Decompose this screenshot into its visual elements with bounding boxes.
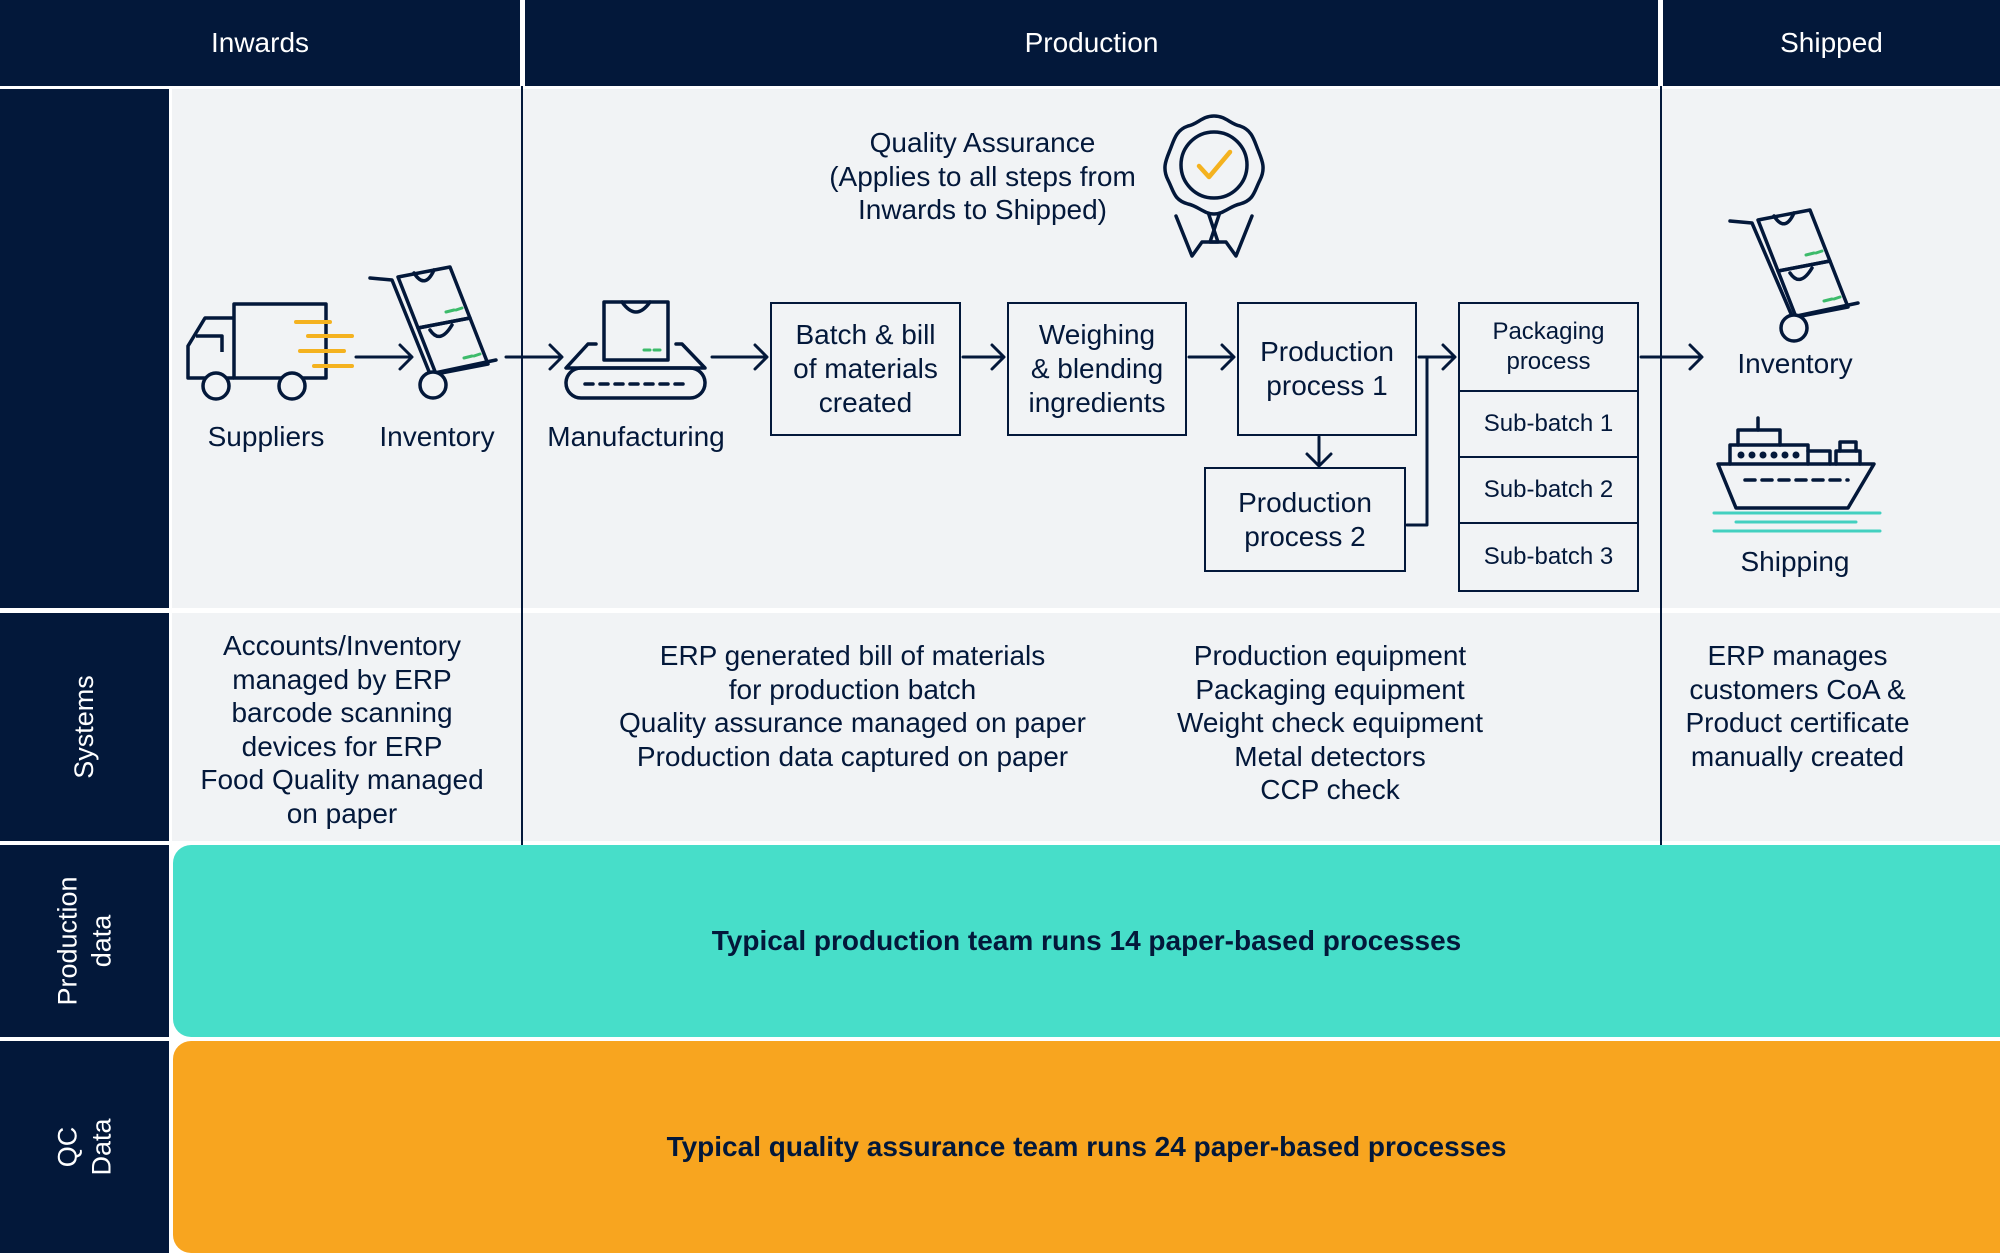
systems-production-left-text: ERP generated bill of materials for prod…: [619, 640, 1086, 772]
sub-batch-1-box: Sub-batch 1: [1458, 390, 1639, 458]
weighing-box: Weighing & blending ingredients: [1007, 302, 1187, 436]
production-process-1-box: Production process 1: [1237, 302, 1417, 436]
flow-arrows: [354, 343, 1704, 527]
hand-truck-icon: [368, 265, 498, 400]
row-label-process: [0, 89, 169, 608]
inventory-label: Inventory: [379, 421, 495, 452]
shipped-inventory-label: Inventory: [1737, 348, 1853, 379]
row-label-qc-data: QC Data: [0, 1041, 169, 1253]
manufacturing-label: Manufacturing: [547, 421, 725, 452]
column-divider-shipped: [1660, 86, 1662, 845]
delivery-truck-icon: [186, 302, 354, 401]
quality-assurance-text: Quality Assurance (Applies to all steps …: [829, 127, 1136, 225]
systems-inwards-text: Accounts/Inventory managed by ERP barcod…: [200, 630, 484, 829]
row-label-production-data: Production data: [0, 845, 169, 1037]
production-data-band: Typical production team runs 14 paper-ba…: [173, 845, 2000, 1037]
header-inwards: Inwards: [0, 0, 520, 86]
systems-production-right-text: Production equipment Packaging equipment…: [1176, 640, 1484, 805]
production-data-band-text: Typical production team runs 14 paper-ba…: [711, 925, 1462, 956]
header-inwards-label: Inwards: [210, 27, 310, 58]
quality-rosette-icon: [1163, 114, 1265, 258]
conveyor-belt-icon: [564, 300, 707, 400]
sub-batch-2-box: Sub-batch 2: [1458, 456, 1639, 524]
header-production: Production: [525, 0, 1658, 86]
sub-batch-3-box: Sub-batch 3: [1458, 522, 1639, 592]
packaging-process-box: Packaging process: [1458, 302, 1639, 392]
systems-shipped-text: ERP manages customers CoA & Product cert…: [1685, 640, 1910, 772]
column-divider-inwards: [521, 86, 523, 845]
qc-data-band-text: Typical quality assurance team runs 24 p…: [666, 1131, 1507, 1162]
arrow-process-2-to-packaging: [1405, 355, 1455, 527]
header-production-label: Production: [1024, 27, 1159, 58]
hand-truck-shipped-icon: [1728, 208, 1860, 343]
batch-bill-box: Batch & bill of materials created: [770, 302, 961, 436]
ship-icon: [1712, 416, 1882, 533]
header-shipped: Shipped: [1663, 0, 2000, 86]
qc-data-band: Typical quality assurance team runs 24 p…: [173, 1041, 2000, 1253]
row-label-systems: Systems: [0, 613, 169, 841]
header-shipped-label: Shipped: [1780, 27, 1883, 58]
systems-panel: [172, 613, 2000, 841]
production-process-2-box: Production process 2: [1204, 467, 1406, 572]
shipping-label: Shipping: [1740, 546, 1850, 577]
suppliers-label: Suppliers: [207, 421, 325, 452]
